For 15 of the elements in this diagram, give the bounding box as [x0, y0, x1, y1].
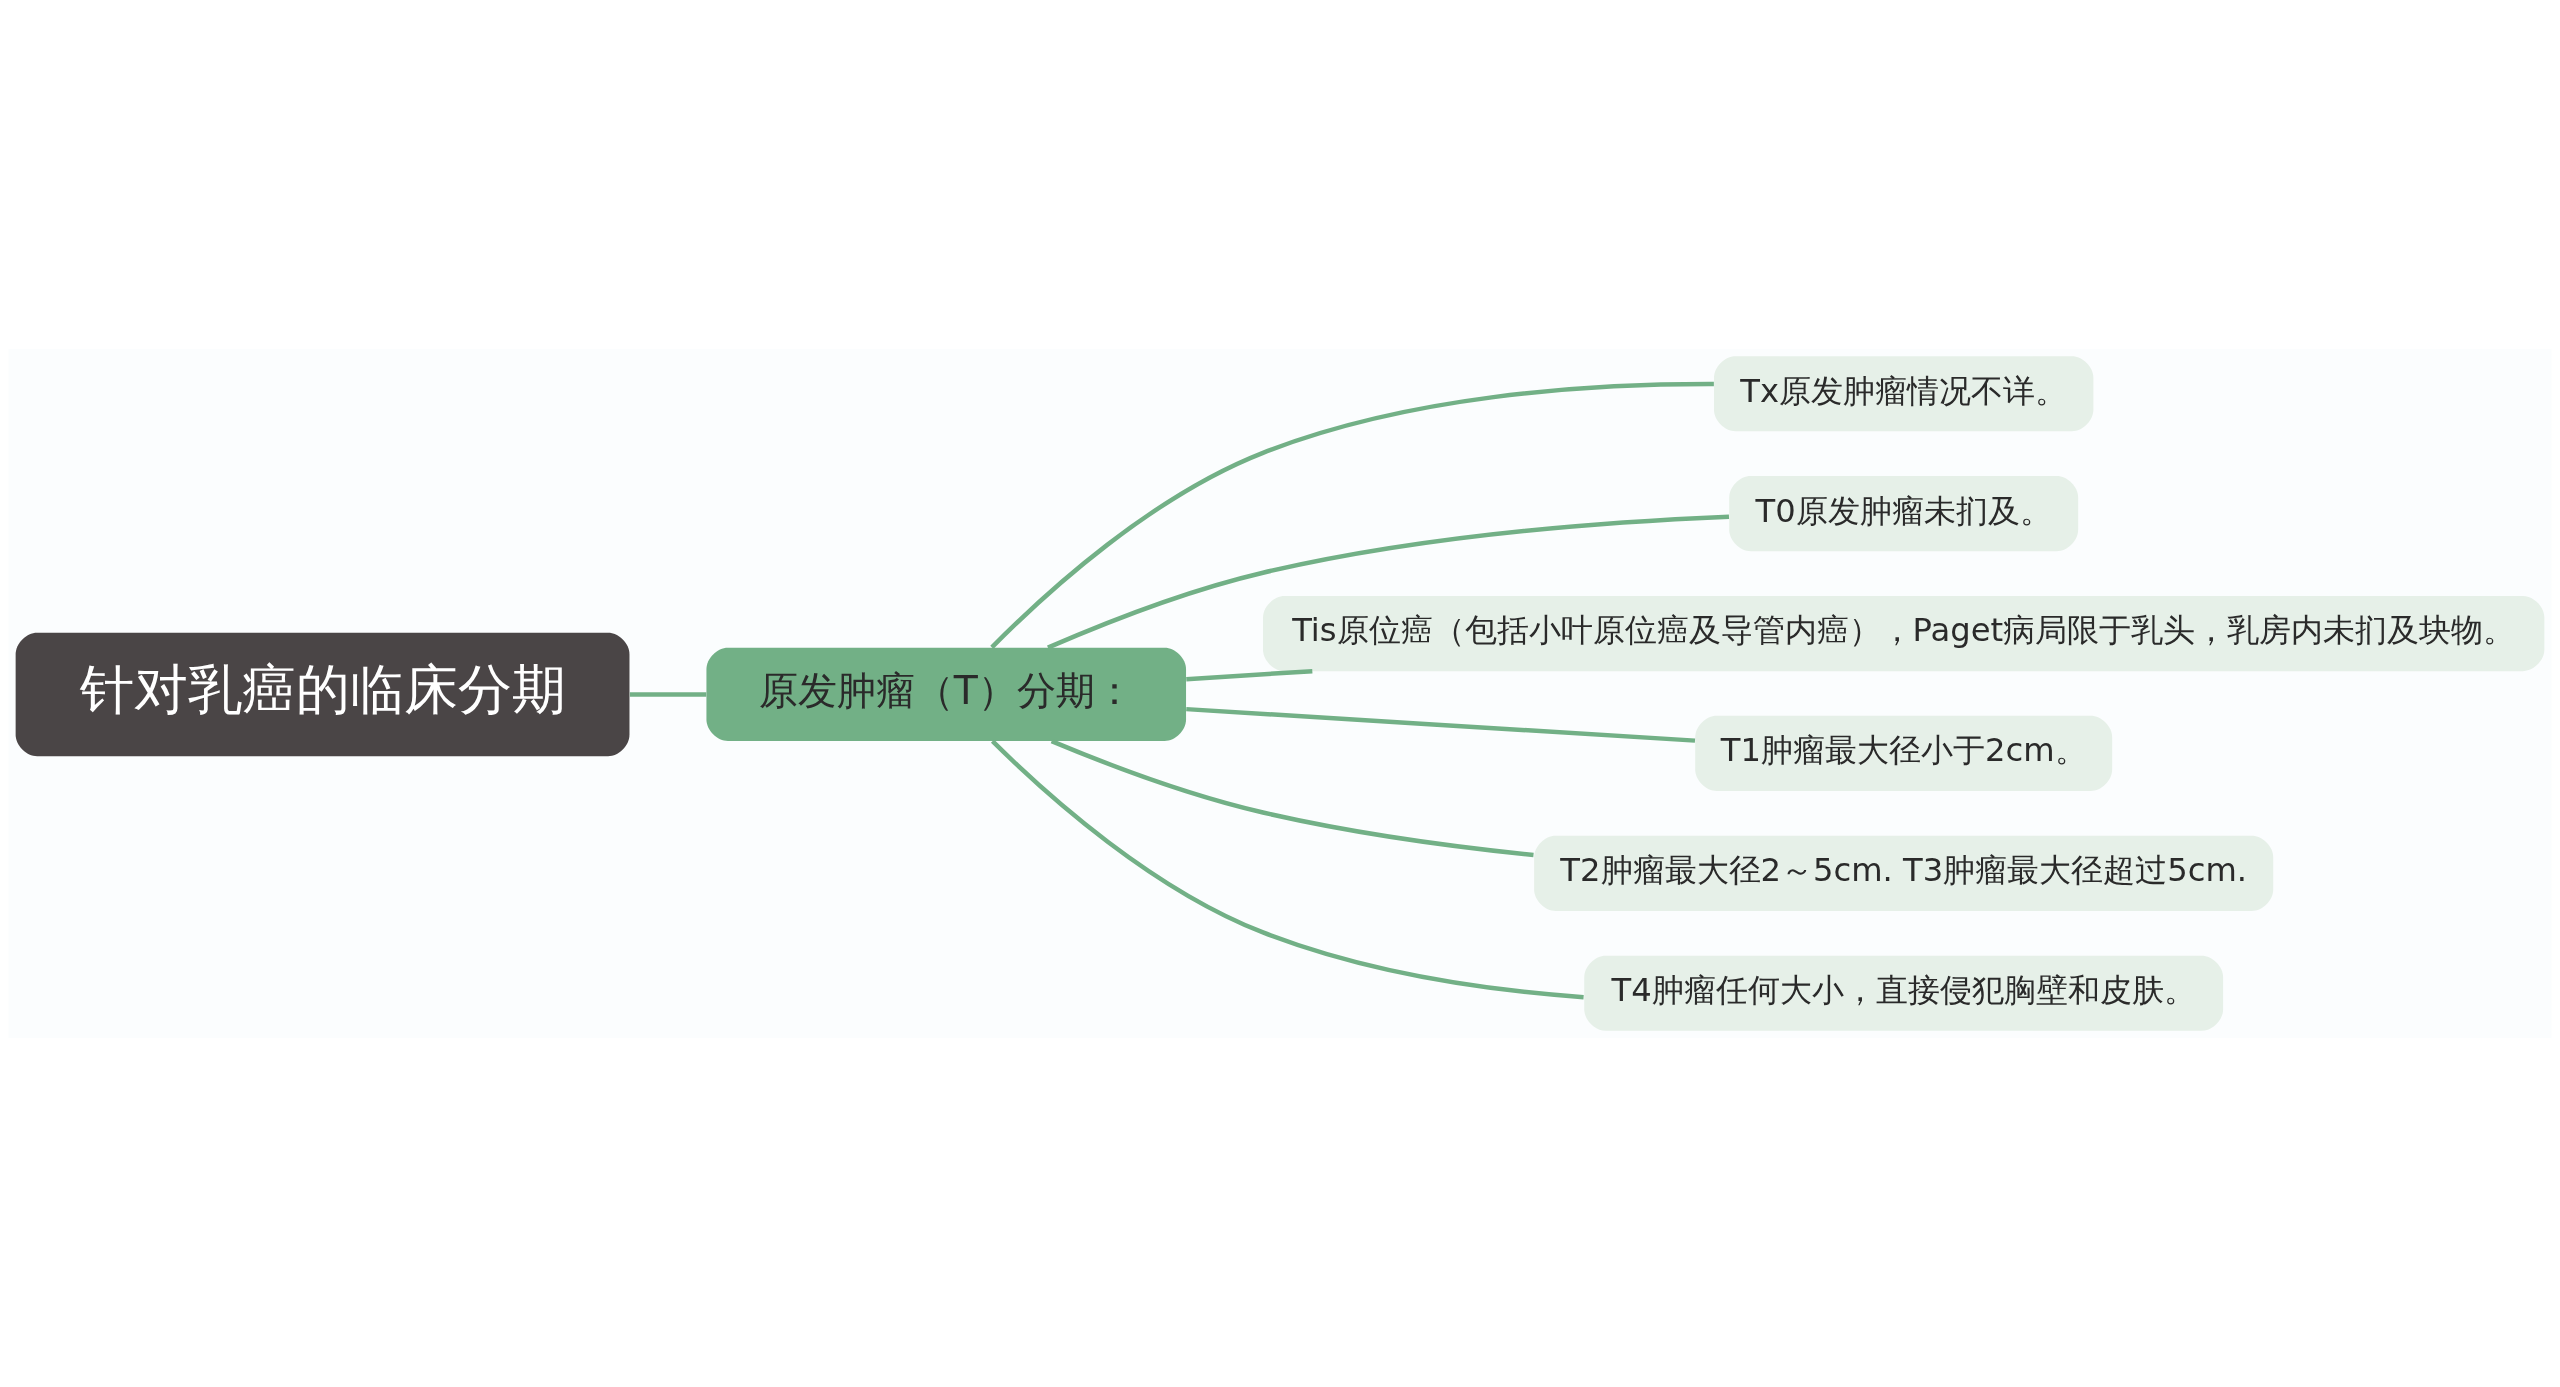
connector: [1050, 739, 1534, 858]
connector: [629, 692, 707, 697]
node-box: T1肿瘤最大径小于2cm。: [1695, 715, 2113, 792]
connector: [1047, 514, 1730, 650]
node-box: T4肿瘤任何大小，直接侵犯胸壁和皮肤。: [1584, 955, 2224, 1031]
node-box: T0原发肿瘤未扪及。: [1729, 476, 2079, 552]
connector: [990, 739, 1584, 1000]
connector: [1186, 706, 1696, 743]
node-box: 原发肿瘤（T）分期：: [706, 647, 1187, 741]
connector: [990, 381, 1714, 649]
node-box: 针对乳癌的临床分期: [15, 632, 630, 757]
node-box: Tx原发肿瘤情况不详。: [1714, 356, 2094, 432]
node-box: T2肿瘤最大径2～5cm. T3肿瘤最大径超过5cm.: [1534, 835, 2274, 911]
node-box: Tis原位癌（包括小叶原位癌及导管内癌），Paget病局限于乳头，乳房内未扪及块物。: [1263, 595, 2545, 672]
connector: [1186, 668, 1313, 682]
